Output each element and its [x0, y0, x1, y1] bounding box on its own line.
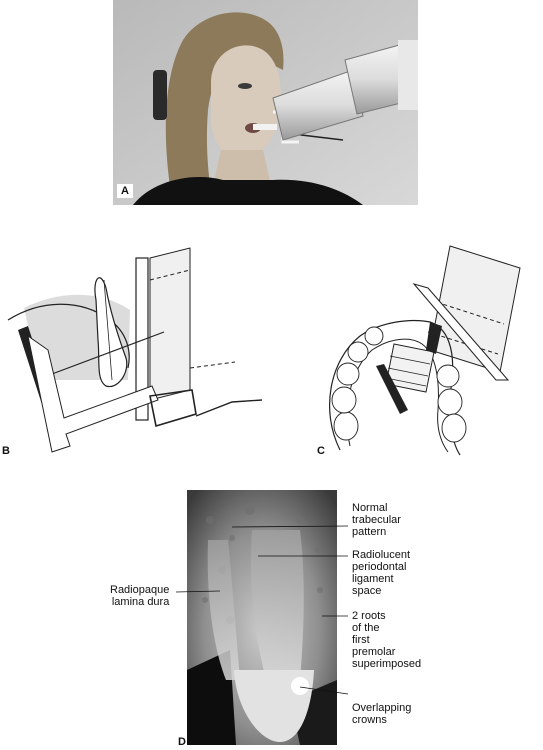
panel-c-diagram: C	[280, 240, 543, 465]
label-lamina-dura: Radiopaque lamina dura	[110, 584, 170, 608]
panel-d-radiograph: Normal trabecular pattern Radiolucent pe…	[0, 480, 543, 750]
label-periodontal-ligament-space: Radiolucent periodontal ligament space	[352, 549, 411, 597]
panel-b-diagram: B	[0, 240, 270, 465]
label-overlapping-crowns: Overlapping crowns	[352, 702, 412, 726]
side-view-diagram	[7, 247, 263, 453]
radiograph-image	[175, 490, 349, 745]
panel-letter-b: B	[2, 445, 10, 457]
panel-letter-a: A	[117, 184, 133, 198]
label-trabecular-pattern: Normal trabecular pattern	[352, 502, 401, 538]
label-premolar-roots: 2 roots of the first premolar superimpos…	[352, 610, 422, 670]
panel-letter-d: D	[178, 736, 186, 748]
occlusal-view-diagram	[329, 245, 521, 456]
panel-a-photograph: A	[113, 0, 418, 205]
panel-letter-c: C	[317, 445, 325, 457]
patient-photo	[113, 0, 418, 205]
